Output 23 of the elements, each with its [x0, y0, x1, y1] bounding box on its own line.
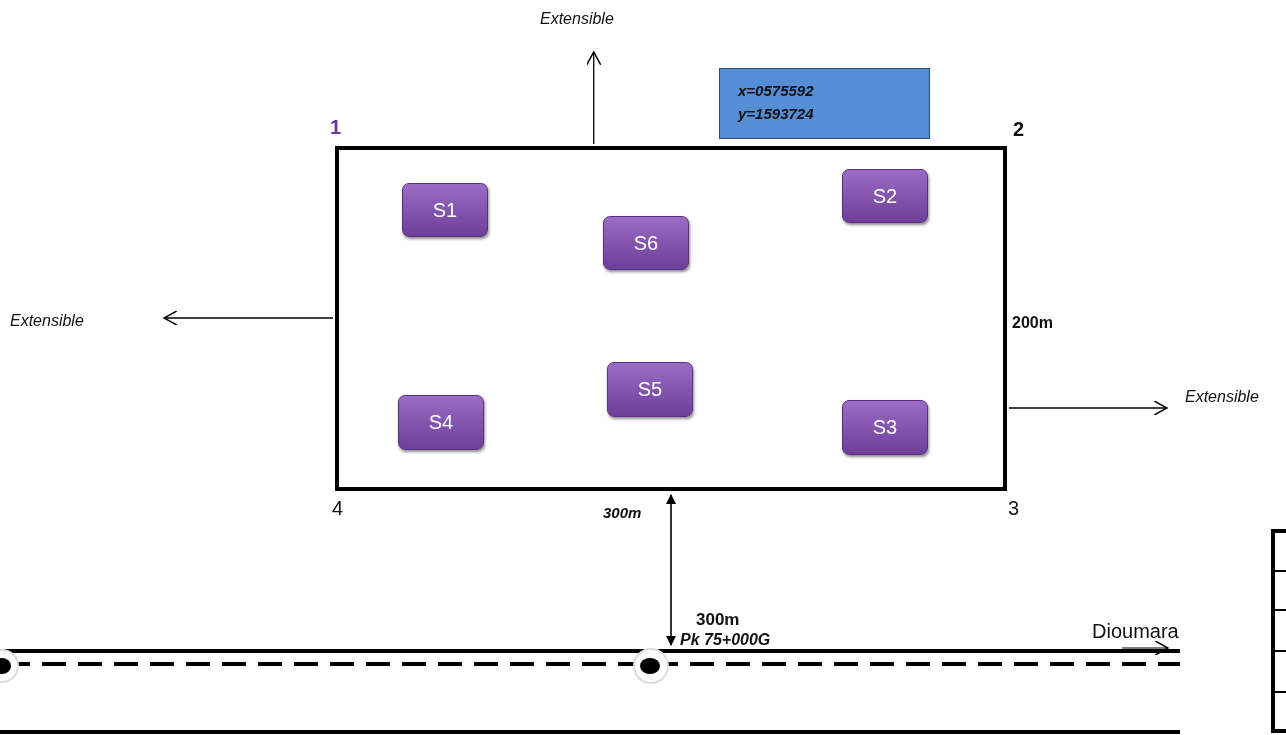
direction-text: Extensible — [540, 10, 614, 28]
station-box: S4 — [398, 395, 484, 450]
station-box: S6 — [603, 216, 689, 270]
corner-number: 4 — [332, 497, 344, 520]
arrow — [585, 51, 602, 145]
arrow — [163, 310, 334, 326]
station-box: S3 — [842, 400, 928, 455]
direction-text: Extensible — [1185, 388, 1259, 406]
corner-number: 2 — [1013, 118, 1025, 141]
place-name: Dioumara — [1092, 620, 1179, 643]
arrow — [1008, 400, 1168, 416]
station-box: S1 — [402, 183, 488, 237]
corner-number: 3 — [1008, 497, 1020, 520]
dimension-text: 300m — [696, 610, 740, 630]
dimension-text: 200m — [1012, 314, 1053, 332]
coordinates-box: x=0575592 y=1593724 — [719, 68, 930, 139]
direction-text: Extensible — [10, 312, 84, 330]
milestone-label: Pk 75+000G — [680, 631, 771, 649]
site-rectangle — [335, 146, 1007, 491]
corner-number: 1 — [330, 116, 342, 139]
station-box: S2 — [842, 169, 928, 223]
dimension-text: 300m — [603, 504, 642, 521]
station-box: S5 — [607, 362, 693, 417]
